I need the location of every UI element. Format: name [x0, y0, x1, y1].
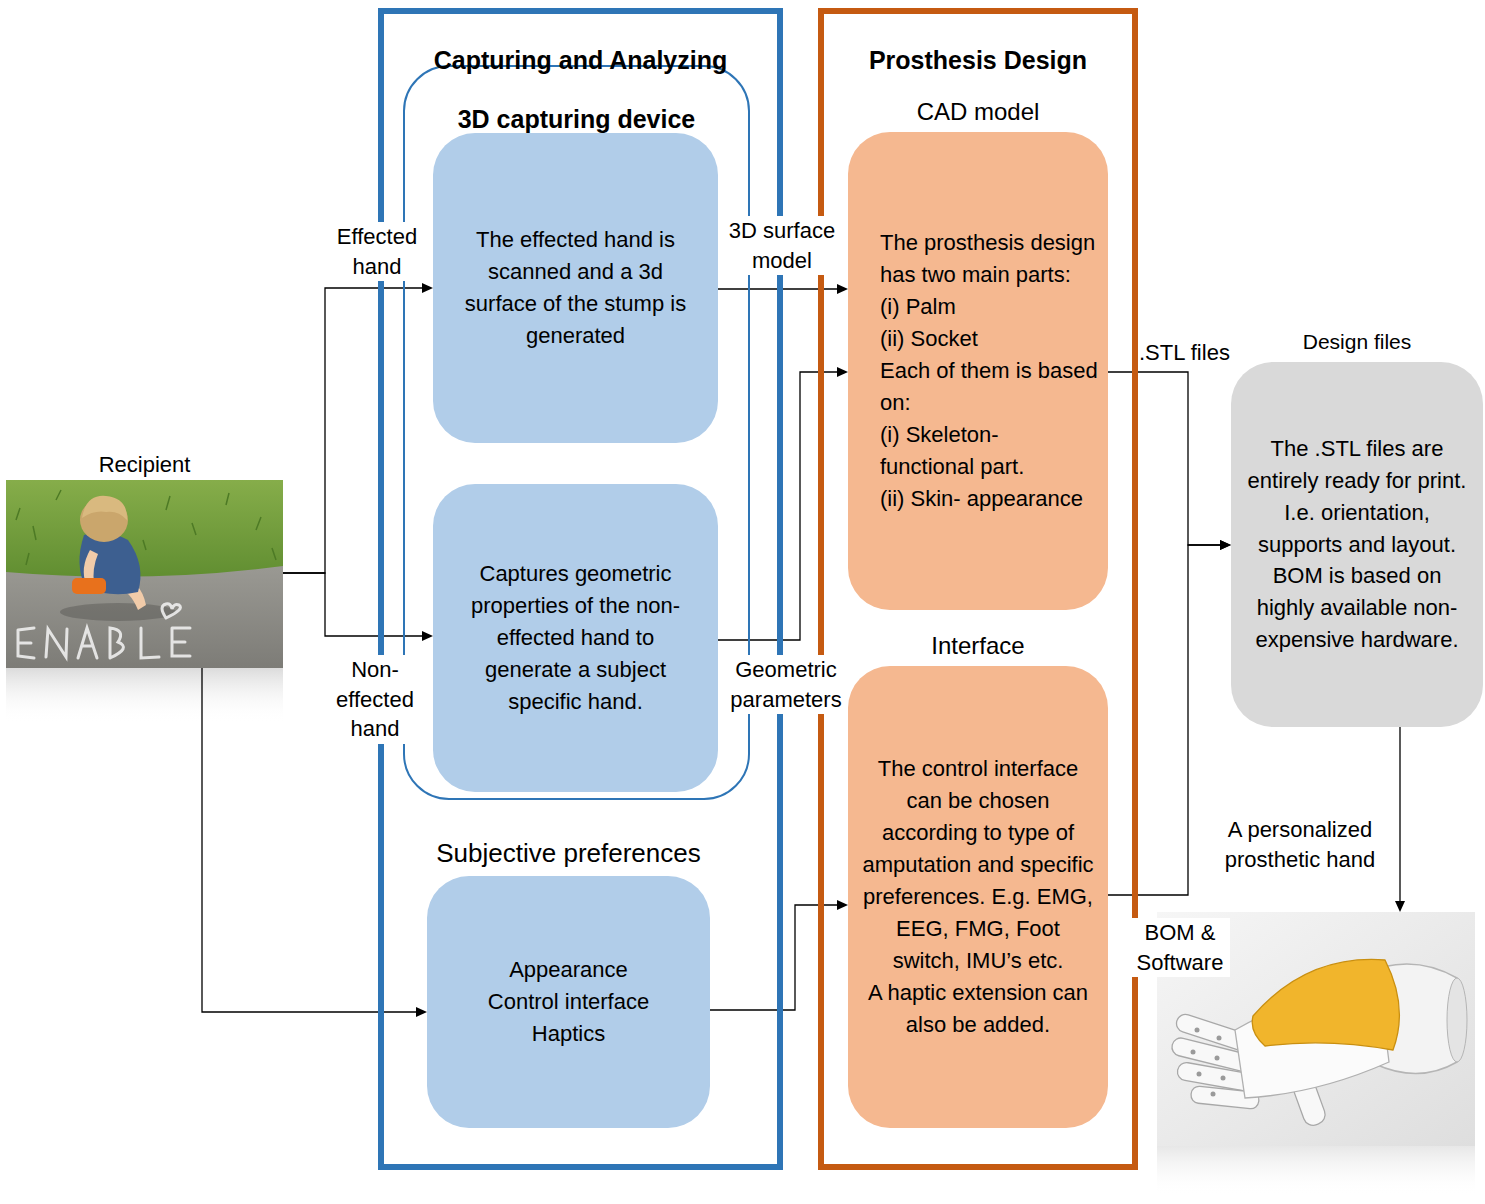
recipient-photo: [6, 480, 283, 668]
box-text: The prosthesis design has two main parts…: [880, 227, 1098, 291]
box-body: AppearanceControl interfaceHaptics: [427, 876, 710, 1128]
interface-box: InterfaceThe control interface can be ch…: [848, 666, 1108, 1128]
drawing-part: [1197, 1072, 1202, 1077]
drawing-part: [110, 628, 123, 658]
drawing-part: [1195, 1028, 1200, 1033]
output-box: Design filesThe .STL files are entirely …: [1231, 362, 1483, 727]
photo-reflection: [6, 668, 283, 723]
box-body: Captures geometric properties of the non…: [433, 484, 718, 792]
photo-reflection: [1157, 1146, 1475, 1196]
box-text: Captures geometric properties of the non…: [453, 558, 698, 717]
stage-panel: Capturing and Analyzing3D capturing devi…: [378, 8, 783, 1170]
box-text: (i) Palm: [880, 291, 1098, 323]
preferences-box: Subjective preferencesAppearanceControl …: [427, 876, 710, 1128]
process-box: Captures geometric properties of the non…: [433, 484, 718, 792]
box-text: Haptics: [441, 1018, 696, 1050]
design-box: CAD modelThe prosthesis design has two m…: [848, 132, 1108, 610]
edge-label: Non- effected hand: [329, 655, 421, 744]
connector: [718, 284, 848, 294]
recipient-node: Recipient: [6, 480, 283, 668]
connector-line: [1108, 545, 1222, 895]
connector: [283, 573, 433, 641]
drawing-part: [1221, 1076, 1226, 1081]
box-text: Appearance: [441, 954, 696, 986]
box-heading: Capturing and Analyzing: [384, 44, 777, 78]
chalk-marks: [18, 604, 190, 658]
box-text: BOM is based on highly available non-exp…: [1241, 560, 1473, 656]
connector: [1108, 372, 1231, 550]
box-heading: 3D capturing device: [405, 103, 748, 137]
box-text: Control interface: [441, 986, 696, 1018]
arrowhead: [837, 284, 848, 294]
drawing-part: [46, 629, 67, 657]
arrowhead: [837, 900, 848, 910]
drawing-part: [1215, 1056, 1220, 1061]
drawing-part: [18, 628, 34, 658]
connector: [1108, 540, 1231, 895]
drawing-part: [172, 628, 190, 656]
box-heading: A personalized prosthetic hand: [1215, 815, 1385, 874]
box-heading: Subjective preferences: [402, 836, 735, 871]
box-heading: Interface: [848, 630, 1108, 662]
box-heading: Recipient: [6, 450, 283, 480]
arrowhead: [422, 631, 433, 641]
arrowhead: [837, 367, 848, 377]
pavement: [6, 566, 283, 668]
box-heading: Prosthesis Design: [824, 44, 1132, 78]
box-text: Each of them is based on:: [880, 355, 1098, 419]
box-text: (ii) Socket: [880, 323, 1098, 355]
finger-joints: [1191, 1028, 1226, 1097]
box-text: The control interface can be chosen acco…: [860, 753, 1096, 976]
drawing-part: [16, 490, 276, 565]
arrowhead: [1220, 540, 1231, 550]
connector-line: [1108, 372, 1222, 545]
box-body: The control interface can be chosen acco…: [848, 666, 1108, 1128]
connector: [283, 283, 433, 573]
drawing-part: [78, 628, 97, 658]
box-body: The .STL files are entirely ready for pr…: [1231, 362, 1483, 727]
process-box: The effected hand is scanned and a 3d su…: [433, 133, 718, 443]
edge-label: Effected hand: [327, 222, 427, 281]
device-group: 3D capturing deviceThe effected hand is …: [403, 65, 750, 800]
edge-label: BOM & Software: [1130, 918, 1230, 977]
connector: [718, 367, 848, 640]
arrowhead: [1220, 540, 1231, 550]
connector: [1395, 727, 1405, 912]
box-body: The prosthesis design has two main parts…: [848, 132, 1108, 610]
arrowhead: [416, 1007, 427, 1017]
child-hair: [82, 496, 127, 520]
stage-panel: Prosthesis DesignCAD modelThe prosthesis…: [818, 8, 1138, 1170]
box-text: The .STL files are entirely ready for pr…: [1241, 433, 1473, 561]
drawing-part: [141, 628, 159, 658]
socket-opening: [1447, 978, 1467, 1062]
drawing-part: [1217, 1036, 1222, 1041]
shadow: [60, 603, 176, 621]
drawing-part: [1191, 1050, 1196, 1055]
box-heading: Design files: [1231, 328, 1483, 356]
yellow-shell: [1252, 959, 1399, 1050]
box-body: The effected hand is scanned and a 3d su…: [433, 133, 718, 443]
box-heading: CAD model: [848, 96, 1108, 128]
drawing-part: [162, 604, 180, 618]
drawing-part: [1211, 1092, 1216, 1097]
box-text: (i) Skeleton- functional part.: [880, 419, 1098, 483]
prosthetic-toy: [72, 578, 106, 594]
box-text: A haptic extension can also be added.: [860, 977, 1096, 1041]
edge-label: Geometric parameters: [726, 655, 846, 714]
grass-blades: [16, 490, 276, 565]
edge-label: .STL files: [1139, 338, 1230, 368]
edge-label: 3D surface model: [723, 216, 841, 275]
arrowhead: [1395, 901, 1405, 912]
arrowhead: [422, 283, 433, 293]
box-text: (ii) Skin- appearance: [880, 483, 1098, 515]
box-text: The effected hand is scanned and a 3d su…: [455, 224, 696, 352]
connector-line: [1399, 727, 1400, 903]
